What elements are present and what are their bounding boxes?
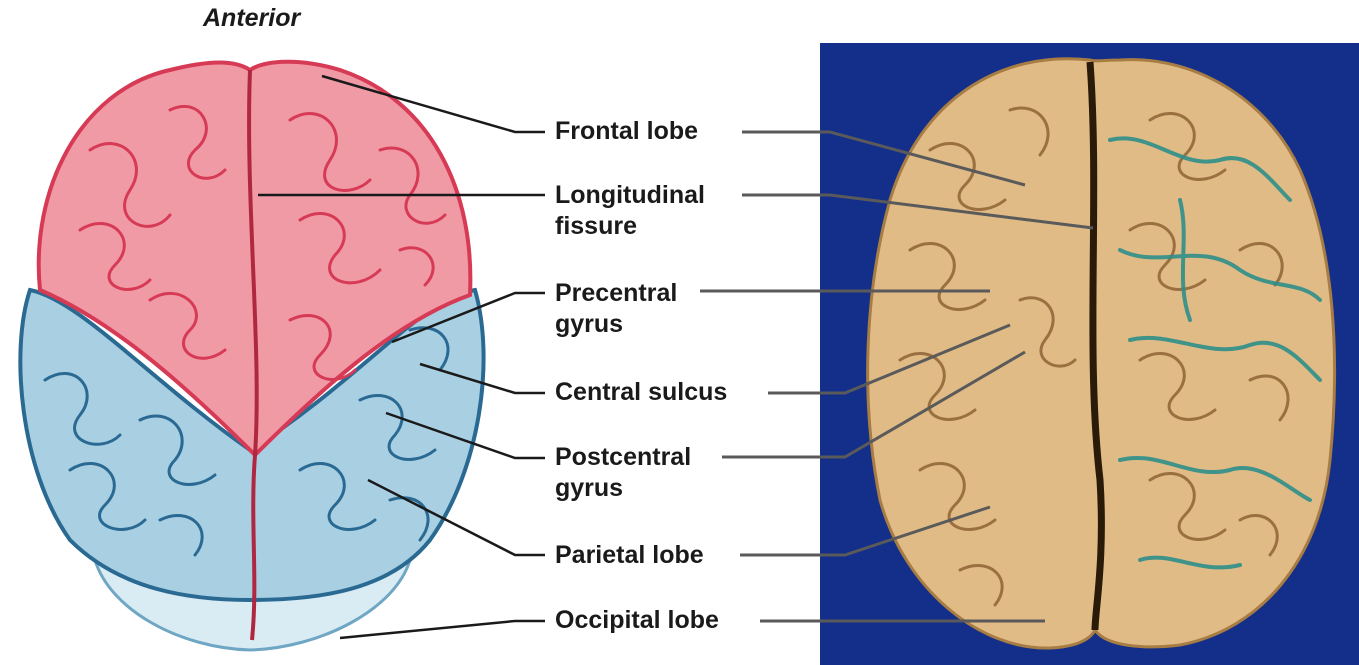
label-longitudinal-fissure-line2: fissure: [555, 211, 705, 242]
label-occipital-lobe: Occipital lobe: [555, 605, 719, 636]
brain-photo: [820, 43, 1359, 665]
leader-occipital-left: [340, 621, 545, 638]
orientation-label: Anterior: [203, 4, 300, 33]
label-postcentral-gyrus: Postcentral gyrus: [555, 442, 691, 504]
label-longitudinal-fissure-line1: Longitudinal: [555, 180, 705, 211]
label-occipital-lobe-line1: Occipital lobe: [555, 605, 719, 636]
label-precentral-gyrus: Precentral gyrus: [555, 278, 677, 340]
label-longitudinal-fissure: Longitudinal fissure: [555, 180, 705, 242]
brain-illustration: [20, 62, 483, 650]
label-central-sulcus: Central sulcus: [555, 377, 727, 408]
label-postcentral-gyrus-line2: gyrus: [555, 473, 691, 504]
label-precentral-gyrus-line1: Precentral: [555, 278, 677, 309]
label-parietal-lobe-line1: Parietal lobe: [555, 540, 704, 571]
label-parietal-lobe: Parietal lobe: [555, 540, 704, 571]
label-frontal-lobe-line1: Frontal lobe: [555, 116, 698, 147]
label-central-sulcus-line1: Central sulcus: [555, 377, 727, 408]
label-frontal-lobe: Frontal lobe: [555, 116, 698, 147]
label-postcentral-gyrus-line1: Postcentral: [555, 442, 691, 473]
label-precentral-gyrus-line2: gyrus: [555, 309, 677, 340]
